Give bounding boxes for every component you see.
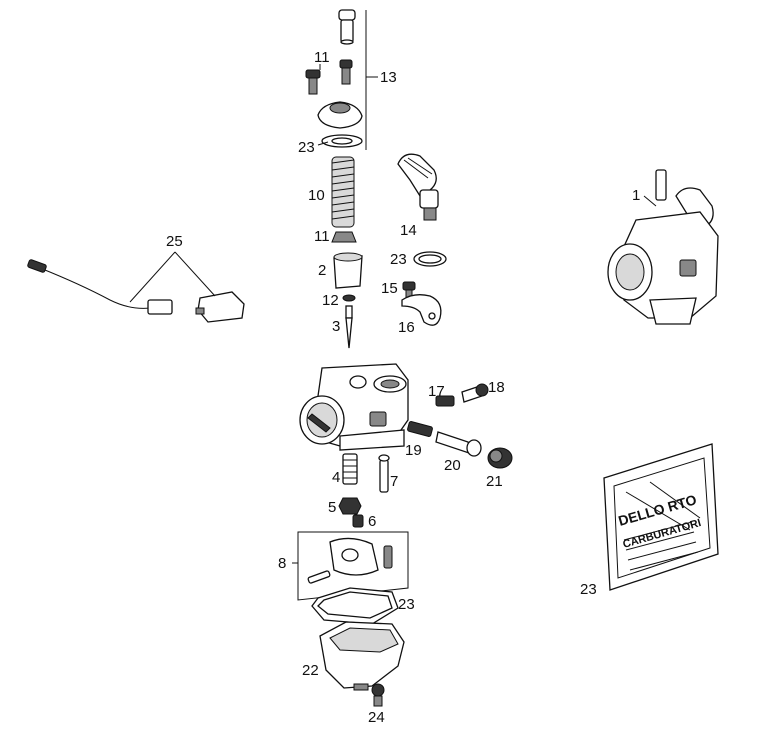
callout-18: 18 (488, 379, 505, 396)
part-13-cable-adjuster-group (338, 9, 378, 150)
part-top-cap (317, 101, 363, 129)
callout-15: 15 (381, 280, 398, 297)
part-5-nut (338, 497, 362, 515)
callout-2: 2 (318, 262, 326, 279)
callout-6: 6 (368, 513, 376, 530)
callout-1: 1 (632, 187, 640, 204)
part-17-spring (435, 395, 455, 407)
callout-14: 14 (400, 222, 417, 239)
part-8-float-assembly (292, 531, 409, 601)
callout-21: 21 (486, 473, 503, 490)
callout-16: 16 (398, 319, 415, 336)
part-19-spring (407, 421, 433, 437)
callout-3: 3 (332, 318, 340, 335)
callout-9: 11 (314, 49, 330, 66)
part-10-spring (331, 156, 355, 228)
callout-22: 22 (302, 662, 319, 679)
callout-24: 24 (368, 709, 385, 726)
callout-20: 20 (444, 457, 461, 474)
part-7-tube (378, 454, 390, 493)
part-12-clip (342, 294, 356, 302)
callout-17: 17 (428, 383, 445, 400)
part-9-screws (305, 59, 353, 95)
callout-23-top: 23 (298, 139, 315, 156)
part-23-parts-bag: DELLO RTO CARBURATORI (603, 443, 719, 591)
part-23-o-ring (413, 251, 447, 267)
callout-23-bag: 23 (580, 581, 597, 598)
part-4-filter (342, 453, 358, 485)
part-16-bracket (401, 294, 442, 326)
callout-25: 25 (166, 233, 183, 250)
part-24-screw (371, 683, 385, 707)
callout-4: 4 (332, 469, 340, 486)
part-20-needle-valve (435, 431, 482, 457)
callout-23-oring: 23 (390, 251, 407, 268)
part-6-jet (352, 514, 364, 528)
callout-11: 11 (314, 228, 330, 245)
part-23-gasket-top (317, 134, 363, 148)
part-1-complete-carburetor (607, 169, 719, 325)
callout-7: 7 (390, 473, 398, 490)
part-25-wiring-harness (27, 251, 245, 323)
callout-19: 19 (405, 442, 422, 459)
part-22-float-bowl (319, 621, 405, 691)
part-2-throttle-slide (333, 252, 363, 289)
callout-8: 8 (278, 555, 286, 572)
callout-13: 13 (380, 69, 397, 86)
part-11-retainer (331, 231, 357, 243)
part-18-screw (461, 383, 489, 403)
part-main-carburetor-body (299, 363, 409, 451)
part-21-cap (487, 447, 513, 469)
callout-23-gasket: 23 (398, 596, 415, 613)
part-23-float-gasket (311, 587, 399, 625)
part-14-choke-lever (397, 153, 439, 221)
callout-10: 10 (308, 187, 325, 204)
callout-12: 12 (322, 292, 339, 309)
callout-5: 5 (328, 499, 336, 516)
part-3-needle (345, 305, 353, 349)
